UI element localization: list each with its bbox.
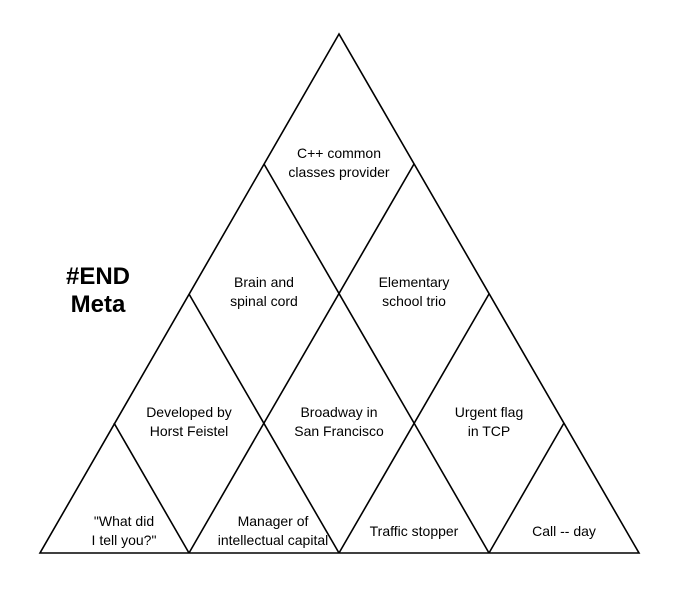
clue-cell: Broadway in San Francisco	[264, 403, 414, 441]
grid-line	[113, 422, 190, 554]
clue-cell: "What did I tell you?"	[49, 512, 199, 550]
grid-line	[263, 163, 415, 424]
clue-text: Urgent flag	[454, 404, 524, 420]
clue-text: school trio	[382, 293, 446, 309]
clue-text: San Francisco	[294, 423, 384, 439]
clue-text: Call -- day	[532, 523, 596, 539]
clue-text: I tell you?"	[91, 532, 157, 548]
clue-cell: Traffic stopper	[339, 522, 489, 541]
clue-text: Traffic stopper	[369, 523, 459, 539]
clue-text: Horst Feistel	[149, 423, 229, 439]
clue-cell: Brain and spinal cord	[189, 273, 339, 311]
puzzle-title: #END Meta	[38, 263, 158, 319]
clue-text: in TCP	[467, 423, 511, 439]
clue-text: intellectual capital	[217, 532, 329, 548]
clue-text: Elementary	[378, 274, 450, 290]
clue-cell: Elementary school trio	[339, 273, 489, 311]
clue-text: C++ common	[296, 145, 382, 161]
clue-text: Broadway in	[300, 404, 378, 420]
clue-cell: Urgent flag in TCP	[414, 403, 564, 441]
clue-text: "What did	[93, 513, 155, 529]
grid-line	[488, 422, 565, 554]
clue-cell: C++ common classes provider	[264, 144, 414, 182]
clue-cell: Call -- day	[489, 522, 639, 541]
clue-cell: Developed by Horst Feistel	[114, 403, 264, 441]
grid-line	[188, 422, 265, 554]
clue-text: Manager of	[237, 513, 309, 529]
grid-line	[413, 422, 490, 554]
clue-text: spinal cord	[230, 293, 298, 309]
clue-text: Developed by	[146, 404, 232, 420]
title-line-2: Meta	[70, 291, 126, 318]
title-line-1: #END	[65, 263, 131, 290]
clue-text: Brain and	[234, 274, 294, 290]
clue-text: classes provider	[288, 164, 390, 180]
clue-cell: Manager of intellectual capital	[198, 512, 348, 550]
